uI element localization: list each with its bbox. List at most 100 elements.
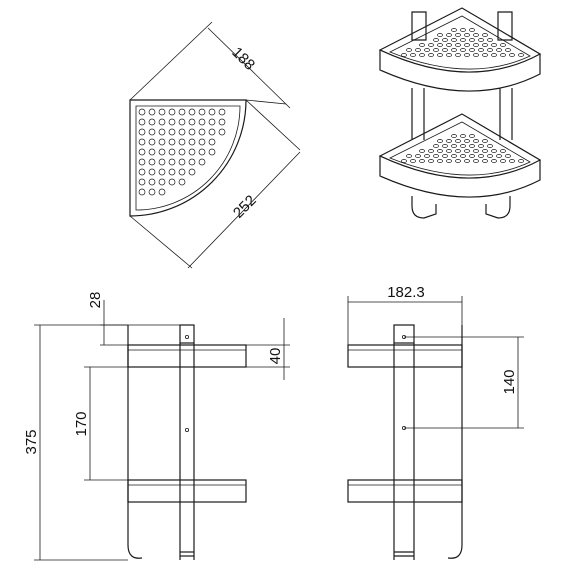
perforation-hole [482, 53, 488, 57]
perforation-hole [496, 48, 502, 52]
perforation-hole [518, 53, 524, 57]
perforation-hole [464, 33, 470, 37]
perforation-hole [148, 128, 156, 136]
perforation-hole [496, 154, 502, 158]
perforation-hole [505, 48, 511, 52]
perforation-hole [482, 139, 488, 143]
perforation-hole [500, 159, 506, 163]
perforation-hole [208, 118, 216, 126]
perforation-hole [424, 154, 430, 158]
perforation-hole [473, 53, 479, 57]
iso-bottom-basket-perforation [401, 134, 524, 163]
perforation-hole [446, 43, 452, 47]
perforation-hole [401, 53, 407, 57]
perforation-hole [158, 128, 166, 136]
side-view: 182.3 140 [347, 284, 524, 560]
perforation-hole [446, 159, 452, 163]
perforation-hole [148, 118, 156, 126]
dimension-28: 28 [87, 292, 104, 309]
perforation-hole [158, 118, 166, 126]
perforation-hole [188, 158, 196, 166]
perforation-hole [455, 53, 461, 57]
perforation-hole [460, 154, 466, 158]
perforation-hole [148, 138, 156, 146]
perforation-hole [158, 108, 166, 116]
perforation-hole [158, 168, 166, 176]
perforation-hole [168, 158, 176, 166]
perforation-hole [188, 118, 196, 126]
perforation-hole [487, 38, 493, 42]
perforation-hole [138, 148, 146, 156]
perforation-hole [473, 33, 479, 37]
perforation-hole [168, 148, 176, 156]
iso-top-basket-perforation [401, 28, 524, 57]
perforation-hole [473, 43, 479, 47]
perforation-hole [469, 134, 475, 138]
perforation-hole [451, 154, 457, 158]
perforation-hole [419, 149, 425, 153]
perforation-hole [208, 128, 216, 136]
perforation-hole [168, 168, 176, 176]
perforation-hole [158, 178, 166, 186]
perforation-hole [148, 148, 156, 156]
perforation-hole [464, 53, 470, 57]
perforation-hole [148, 108, 156, 116]
perforation-hole [433, 144, 439, 148]
perforation-hole [491, 149, 497, 153]
perforation-hole [460, 38, 466, 42]
dimension-140: 140 [501, 369, 518, 394]
perforation-hole [500, 149, 506, 153]
perforation-hole [138, 158, 146, 166]
perforation-hole [442, 38, 448, 42]
perforation-hole [437, 33, 443, 37]
perforation-hole [451, 144, 457, 148]
perforation-hole [198, 138, 206, 146]
perforation-hole [178, 148, 186, 156]
perforation-hole [148, 158, 156, 166]
perforation-hole [410, 159, 416, 163]
perforation-hole [464, 159, 470, 163]
perforation-hole [469, 38, 475, 42]
perforation-hole [500, 53, 506, 57]
perforation-hole [178, 178, 186, 186]
perforation-hole [442, 144, 448, 148]
perforation-hole [148, 168, 156, 176]
perforation-hole [460, 48, 466, 52]
perforation-hole [401, 159, 407, 163]
dimension-188: 188 [228, 44, 258, 74]
perforation-hole [433, 48, 439, 52]
perforation-hole [478, 38, 484, 42]
perforation-hole [442, 154, 448, 158]
perforation-hole [473, 149, 479, 153]
perforation-hole [138, 138, 146, 146]
dimension-170: 170 [73, 411, 90, 436]
perforation-hole [464, 43, 470, 47]
perforation-hole [158, 138, 166, 146]
perforation-hole [406, 154, 412, 158]
perforation-hole [188, 128, 196, 136]
perforation-hole [446, 33, 452, 37]
perforation-hole [198, 148, 206, 156]
perforation-hole [464, 149, 470, 153]
perforation-hole [460, 144, 466, 148]
perforation-hole [473, 139, 479, 143]
perforation-hole [168, 108, 176, 116]
perforation-hole [455, 43, 461, 47]
perforation-hole [168, 118, 176, 126]
perforation-hole [138, 178, 146, 186]
perforation-hole [460, 28, 466, 32]
dimension-252: 252 [230, 192, 260, 222]
perforation-hole [500, 43, 506, 47]
perforation-hole [455, 33, 461, 37]
perforation-hole [437, 43, 443, 47]
perforation-hole [482, 43, 488, 47]
perforation-hole [138, 188, 146, 196]
perforation-hole [178, 118, 186, 126]
perforation-hole [437, 159, 443, 163]
perforation-hole [446, 149, 452, 153]
perforation-hole [158, 148, 166, 156]
perforation-hole [188, 168, 196, 176]
perforation-hole [505, 154, 511, 158]
perforation-hole [478, 144, 484, 148]
